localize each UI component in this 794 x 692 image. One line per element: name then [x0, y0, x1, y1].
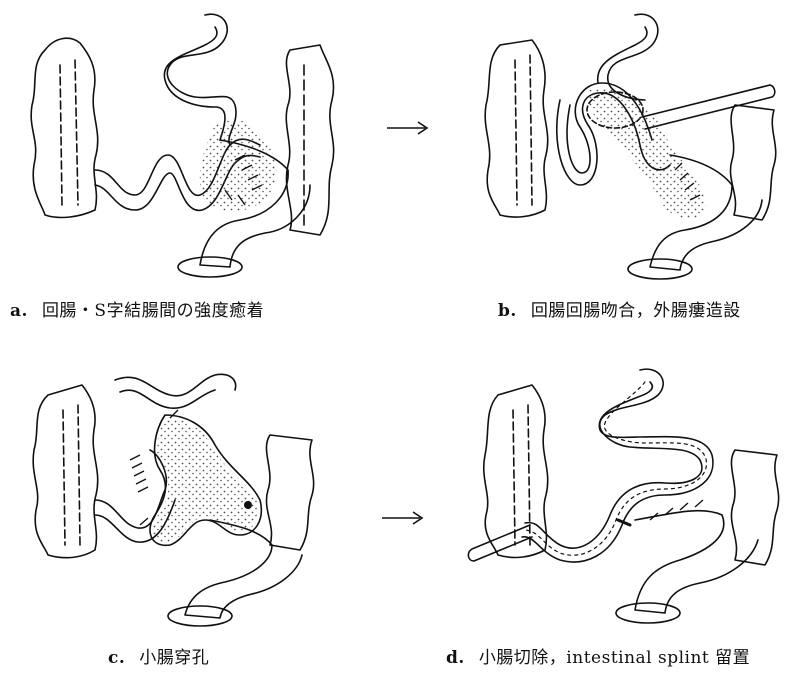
arrow-a-to-b [385, 118, 433, 142]
panel-c-drawing [20, 350, 360, 630]
caption-c-letter: c. [108, 648, 125, 668]
panel-a-illustration [20, 5, 360, 280]
panel-b-illustration [470, 5, 790, 285]
panel-d-illustration [460, 355, 790, 635]
small-bowel-upper [115, 374, 236, 408]
panel-c-illustration [20, 350, 360, 630]
caption-d-text: 小腸切除，intestinal splint 留置 [479, 648, 750, 668]
caption-b-letter: b. [498, 301, 517, 321]
caption-d-letter: d. [446, 648, 465, 668]
caption-a-letter: a. [10, 301, 28, 321]
caption-c: c. 小腸穿孔 [108, 643, 209, 668]
caption-b-text: 回腸回腸吻合，外腸瘻造設 [531, 301, 741, 321]
descending-colon [730, 105, 775, 220]
ascending-colon [31, 38, 98, 217]
arrow-icon [380, 508, 428, 528]
descending-colon [266, 435, 313, 550]
panel-a-drawing [20, 5, 360, 280]
small-bowel-splinted [522, 369, 713, 562]
sigmoid-rectum [635, 511, 758, 613]
caption-a: a. 回腸・S字結腸間の強度癒着 [10, 296, 264, 321]
panel-d-drawing [460, 355, 790, 635]
arrow-icon [385, 118, 433, 138]
descending-colon [286, 45, 333, 235]
caption-b: b. 回腸回腸吻合，外腸瘻造設 [498, 296, 741, 321]
small-bowel-upper [598, 14, 658, 100]
caption-d: d. 小腸切除，intestinal splint 留置 [446, 643, 750, 668]
panel-b-drawing [470, 5, 790, 285]
caption-a-text: 回腸・S字結腸間の強度癒着 [42, 301, 264, 321]
caption-c-text: 小腸穿孔 [139, 648, 209, 668]
perforation-site [244, 501, 252, 509]
arrow-c-to-d [380, 508, 428, 532]
